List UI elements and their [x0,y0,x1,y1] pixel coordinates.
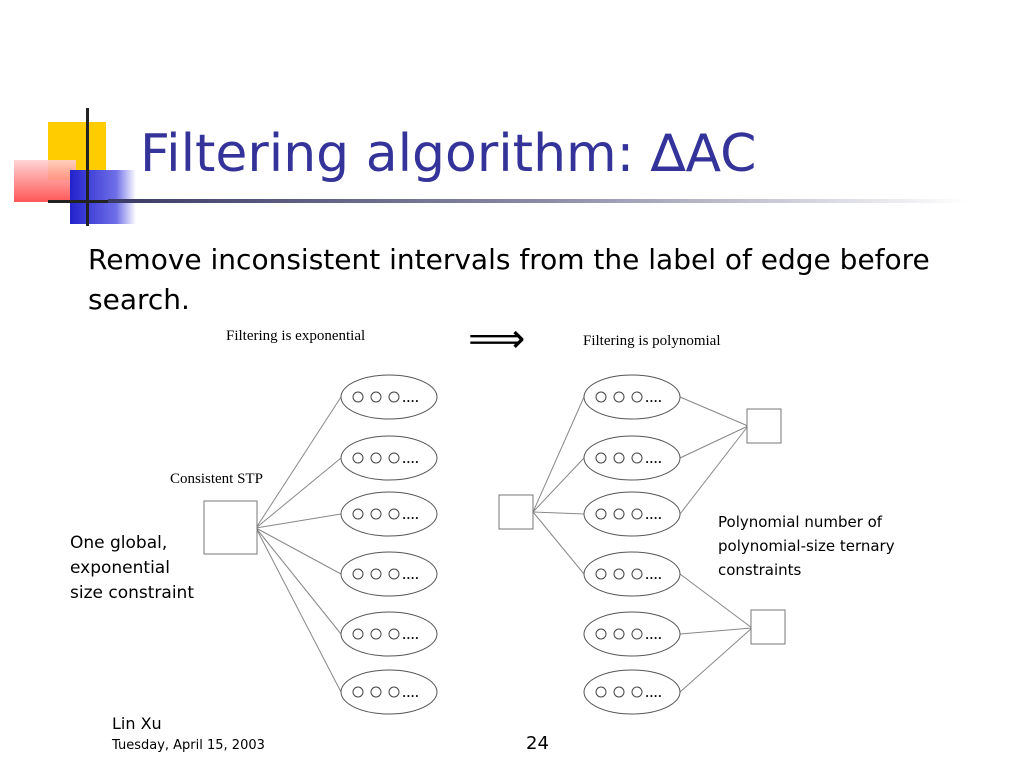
node-dot [613,686,625,698]
node-dot [388,508,400,520]
edge-line [255,527,342,575]
ternary-constraint-square [746,408,782,444]
node-dot [613,452,625,464]
constraint-square [498,494,534,530]
edge-line [679,425,749,515]
global-constraint-square [203,500,258,555]
node-dot [388,628,400,640]
ternary-constraint-square [750,609,786,645]
node-ellipsis: .... [645,387,662,406]
node-ellipsis: .... [645,448,662,467]
node-dot [631,452,643,464]
deco-horizontal-line [48,200,138,203]
node-dot [631,568,643,580]
node-dot [631,628,643,640]
node-dot [613,568,625,580]
node-dot [631,686,643,698]
node-dot [370,508,382,520]
node-dot [595,391,607,403]
node-dot [352,628,364,640]
node-dot [613,508,625,520]
node-dot [370,628,382,640]
node-ellipsis: .... [402,564,419,583]
edge-line [255,527,342,693]
edge-line [679,425,749,459]
node-dot [595,628,607,640]
node-dot [370,686,382,698]
edge-line [255,457,342,529]
node-dot [595,568,607,580]
node-dot [631,391,643,403]
edge-line [532,396,585,513]
node-dot [388,568,400,580]
diagram-edges [255,396,753,693]
edge-line [255,527,342,635]
node-ellipsis: .... [402,624,419,643]
node-dot [388,452,400,464]
left-note-line: exponential [70,558,170,578]
implies-arrow-icon: ⟹ [468,316,525,362]
edge-line [679,627,753,635]
right-heading: Filtering is polynomial [583,333,721,349]
left-heading: Filtering is exponential [226,328,365,344]
node-ellipsis: .... [645,624,662,643]
footer-date: Tuesday, April 15, 2003 [112,738,265,753]
page-number: 24 [526,733,549,754]
edge-line [532,511,585,515]
node-ellipsis: .... [402,682,419,701]
diagram-nodes: ........................................… [203,374,786,715]
edge-line [532,511,585,575]
right-note-line: polynomial-size ternary [718,537,895,555]
deco-red-square [14,160,76,202]
edge-line [679,573,753,629]
edge-line [679,396,749,427]
deco-vertical-line [86,108,89,226]
right-note-line: Polynomial number of [718,513,883,531]
node-ellipsis: .... [402,448,419,467]
node-dot [352,508,364,520]
node-dot [370,568,382,580]
edge-line [532,457,585,513]
node-dot [595,452,607,464]
edge-line [255,396,342,529]
slide-title: Filtering algorithm: ∆AC [140,124,757,184]
edge-line [255,513,342,529]
node-ellipsis: .... [645,682,662,701]
slide-subtitle: Remove inconsistent intervals from the l… [88,243,930,316]
right-note: Polynomial number of polynomial-size ter… [718,510,895,582]
title-underline [108,199,968,203]
consistent-stp-label: Consistent STP [170,471,263,487]
node-dot [352,568,364,580]
node-dot [352,391,364,403]
left-note: One global, exponential size constraint [70,531,194,606]
node-ellipsis: .... [645,504,662,523]
left-note-line: size constraint [70,583,194,603]
right-note-line: constraints [718,561,802,579]
node-dot [595,508,607,520]
node-dot [352,452,364,464]
node-dot [388,391,400,403]
footer-author: Lin Xu [112,714,162,733]
deco-blue-square [70,170,136,224]
node-dot [352,686,364,698]
node-dot [388,686,400,698]
node-dot [370,452,382,464]
node-ellipsis: .... [402,387,419,406]
node-dot [613,391,625,403]
left-note-line: One global, [70,533,168,553]
edge-line [679,627,753,693]
node-ellipsis: .... [645,564,662,583]
node-ellipsis: .... [402,504,419,523]
node-dot [595,686,607,698]
node-dot [613,628,625,640]
node-dot [370,391,382,403]
node-dot [631,508,643,520]
